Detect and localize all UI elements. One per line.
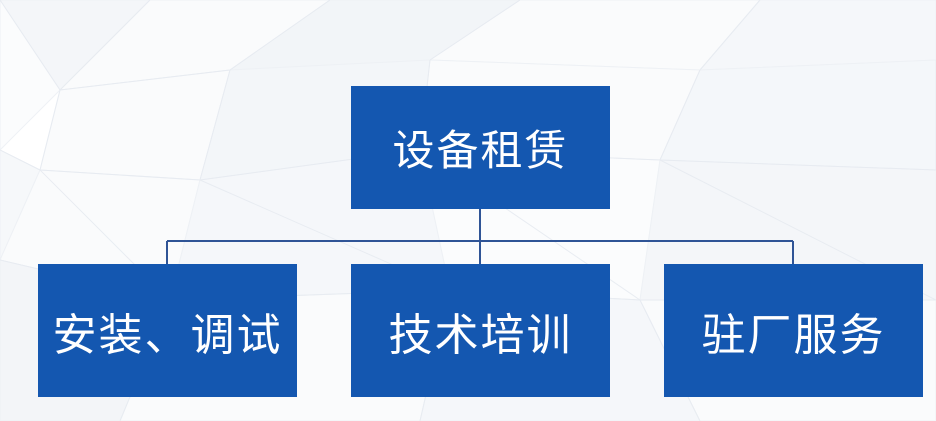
node-child-install-debug[interactable]: 安装、调试 — [38, 264, 297, 397]
node-child-label: 驻厂服务 — [701, 310, 886, 360]
node-child-label: 技术培训 — [388, 310, 573, 360]
node-child-technical-training[interactable]: 技术培训 — [351, 264, 610, 397]
node-child-label: 安装、调试 — [52, 310, 283, 360]
node-child-onsite-service[interactable]: 驻厂服务 — [664, 264, 923, 397]
node-root-label: 设备租赁 — [392, 129, 569, 175]
node-root[interactable]: 设备租赁 — [351, 86, 610, 209]
